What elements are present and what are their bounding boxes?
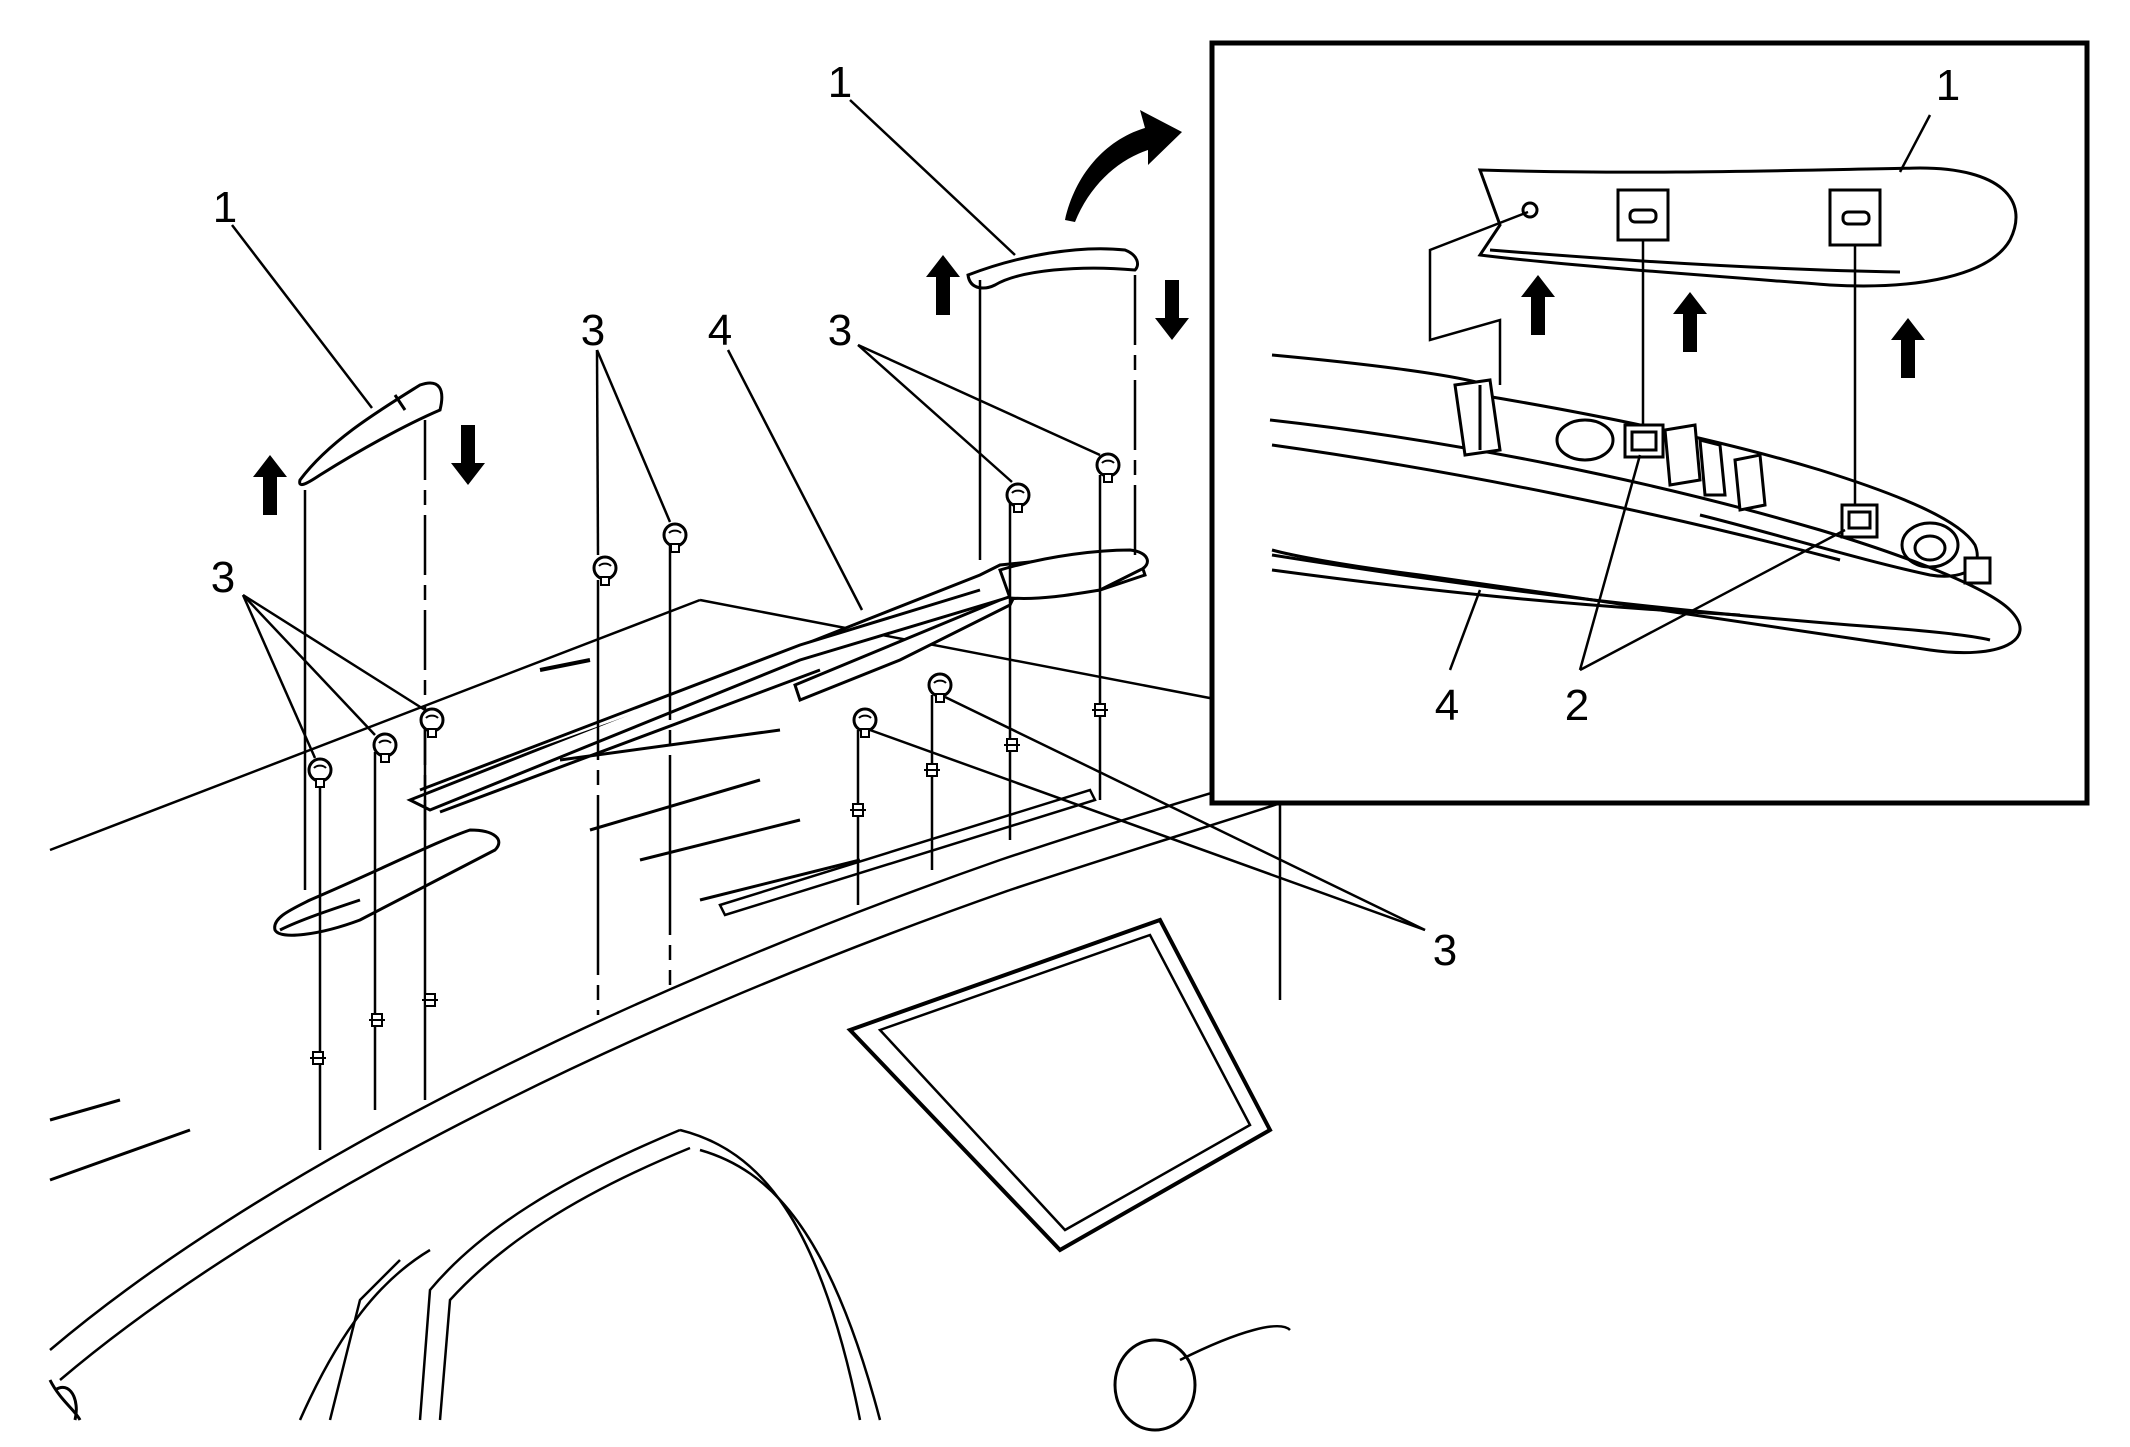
sunroof (846, 917, 1273, 1253)
detail-callout-leaders (1448, 114, 1932, 672)
bolt-left-2 (372, 732, 398, 764)
main-callouts: 1 1 3 3 4 3 3 (211, 58, 1457, 975)
leader-lines (303, 275, 1137, 1150)
motion-arrows (253, 255, 1189, 515)
arrow-down-icon (1155, 280, 1189, 340)
callout-left-endcap: 1 (213, 183, 237, 232)
detail-frame (1209, 40, 2090, 806)
callout-center-bolts: 3 (581, 306, 605, 355)
clip-slot (1616, 188, 1670, 242)
arrow-up-icon (253, 455, 287, 515)
callout-left-bolts: 3 (211, 553, 235, 602)
callout-rail: 4 (708, 306, 732, 355)
detail-rail-base (1269, 353, 2022, 655)
arrow-down-icon (451, 425, 485, 485)
arrow-up-icon (926, 255, 960, 315)
detail-leaders (1428, 210, 1857, 510)
bolt-left-1 (307, 757, 333, 789)
left-endcap (298, 381, 444, 487)
detail-callouts: 1 2 4 (1435, 61, 1960, 730)
callout-right-endcap: 1 (828, 58, 852, 107)
callout-leaders (231, 99, 1426, 932)
detail-callout-clips: 2 (1565, 681, 1589, 730)
callout-right-bolts: 3 (828, 306, 852, 355)
detail-view: 1 2 4 (1209, 40, 2090, 806)
bolt-center-2 (662, 522, 688, 554)
curved-arrow-icon (1065, 110, 1182, 222)
vehicle-roof (48, 598, 1291, 1432)
right-endcap (966, 247, 1139, 290)
detail-callout-endcap: 1 (1936, 61, 1960, 110)
roof-rail (273, 548, 1149, 937)
detail-callout-rail: 4 (1435, 681, 1459, 730)
bolts (307, 452, 1121, 789)
callout-lower-bolts: 3 (1433, 926, 1457, 975)
detail-endcap (1477, 166, 2018, 288)
